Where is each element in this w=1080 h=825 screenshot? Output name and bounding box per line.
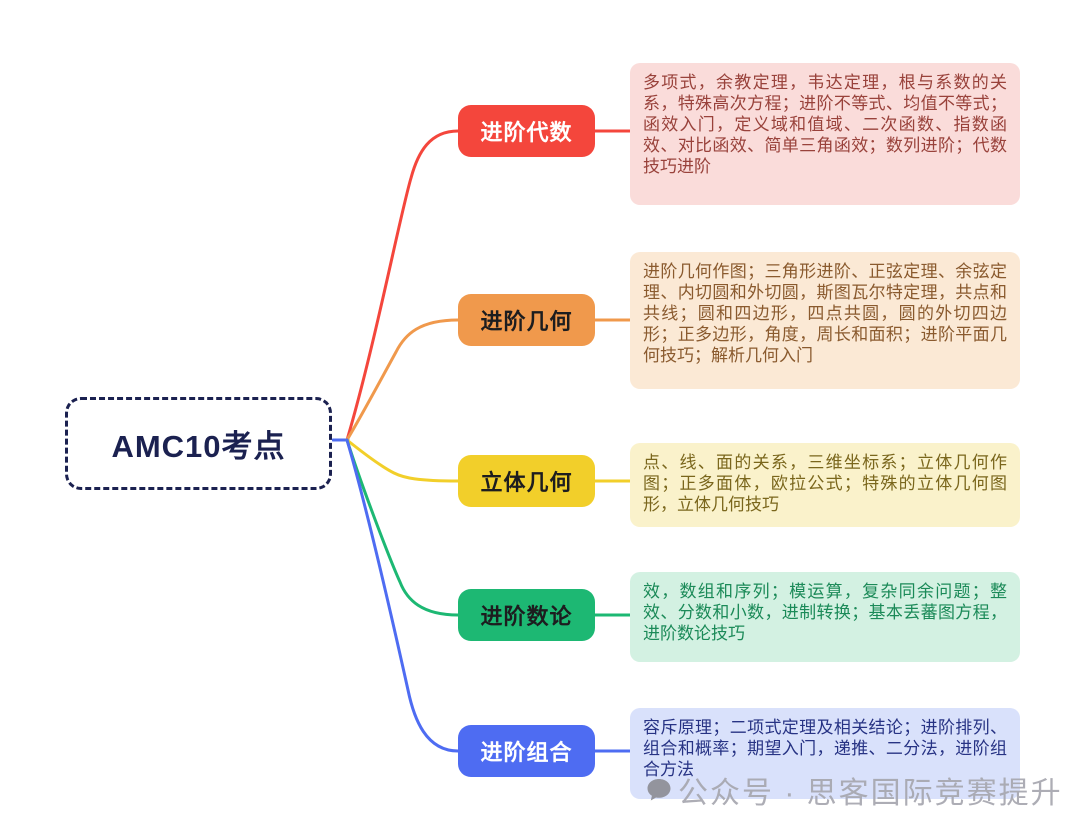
central-topic-label: AMC10考点 bbox=[111, 429, 286, 464]
central-topic-node[interactable]: AMC10考点 bbox=[65, 397, 332, 490]
watermark: 公众号 · 思客国际竞赛提升 bbox=[644, 768, 1063, 812]
detail-block-solid-geometry[interactable]: 点、线、面的关系，三维坐标系；立体几何作图；正多面体，欧拉公式；特殊的立体几何图… bbox=[630, 443, 1020, 527]
detail-block-advanced-geometry[interactable]: 进阶几何作图；三角形进阶、正弦定理、余弦定理、内切圆和外切圆，斯图瓦尔特定理，共… bbox=[630, 252, 1020, 389]
connector-advanced-combinatorics bbox=[345, 438, 460, 753]
branch-node-advanced-combinatorics[interactable]: 进阶组合 bbox=[458, 725, 595, 777]
detail-block-advanced-number-theory[interactable]: 效，数组和序列；模运算，复杂同余问题；整效、分数和小数，进制转换；基本丢蕃图方程… bbox=[630, 572, 1020, 662]
chat-bubble-icon bbox=[647, 779, 671, 801]
branch-node-advanced-number-theory[interactable]: 进阶数论 bbox=[458, 589, 595, 641]
connector-advanced-algebra bbox=[345, 129, 460, 442]
connector-advanced-number-theory bbox=[345, 438, 460, 617]
watermark-text: 公众号 · 思客国际竞赛提升 bbox=[678, 777, 1063, 810]
detail-block-advanced-combinatorics[interactable]: 容斥原理；二项式定理及相关结论；进阶排列、组合和概率；期望入门，递推、二分法，进… bbox=[630, 708, 1020, 799]
branch-node-advanced-geometry[interactable]: 进阶几何 bbox=[458, 294, 595, 346]
connector-solid-geometry bbox=[345, 438, 460, 483]
branch-node-solid-geometry[interactable]: 立体几何 bbox=[458, 455, 595, 507]
connector-advanced-geometry bbox=[345, 318, 460, 442]
branch-node-advanced-algebra[interactable]: 进阶代数 bbox=[458, 105, 595, 157]
detail-block-advanced-algebra[interactable]: 多项式，余教定理，韦达定理，根与系数的关系，特殊高次方程；进阶不等式、均值不等式… bbox=[630, 63, 1020, 205]
